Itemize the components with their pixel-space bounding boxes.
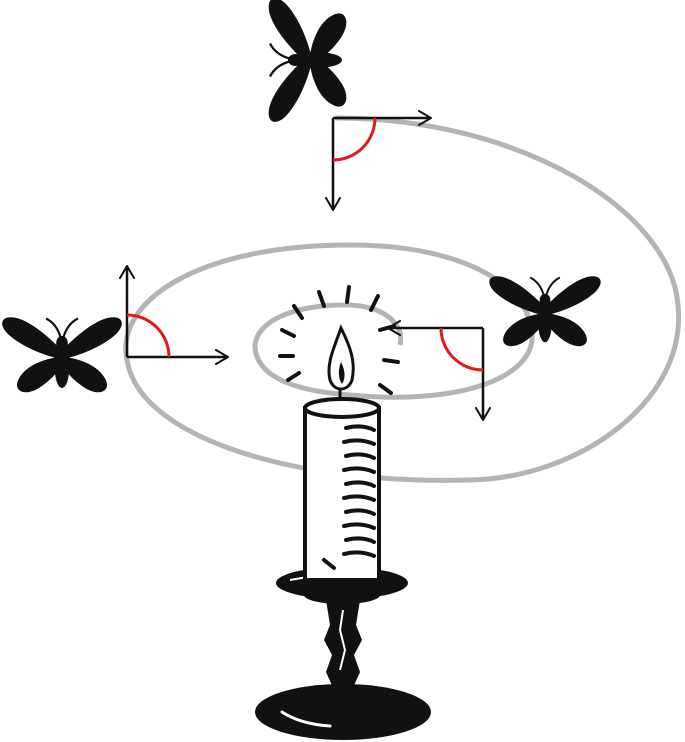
light-ray — [382, 358, 400, 364]
moth-silhouette-icon — [2, 317, 122, 393]
light-ray — [286, 371, 301, 382]
moth-top — [268, 0, 432, 211]
light-rays — [278, 285, 400, 395]
light-ray — [345, 285, 351, 304]
light-ray — [369, 294, 380, 312]
light-ray — [292, 304, 304, 320]
drip-pan-rim — [304, 586, 380, 604]
candle-base — [255, 684, 431, 740]
right-angle-arc-icon — [439, 327, 484, 372]
spiral-inner-loop — [252, 302, 404, 398]
moth-left — [2, 265, 229, 393]
moth-silhouette-icon — [489, 276, 601, 347]
light-ray — [378, 383, 393, 395]
right-angle-arc-icon — [332, 117, 377, 162]
moth-right — [387, 276, 601, 421]
candle-body — [303, 406, 381, 582]
flame-icon — [327, 324, 355, 391]
candle-top — [303, 397, 381, 419]
moth-silhouette-icon — [268, 0, 347, 122]
candle-base-highlight — [280, 710, 332, 728]
candle-icon — [255, 324, 431, 740]
light-ray — [280, 328, 296, 338]
candlestick-stem-highlight — [338, 609, 347, 671]
spiral-outer-loop — [123, 115, 682, 483]
spiral-flight-path — [123, 115, 682, 483]
right-angle-arc-icon — [126, 313, 171, 358]
light-ray — [317, 290, 326, 308]
flame-core — [338, 362, 345, 384]
candle-shading — [322, 424, 376, 570]
